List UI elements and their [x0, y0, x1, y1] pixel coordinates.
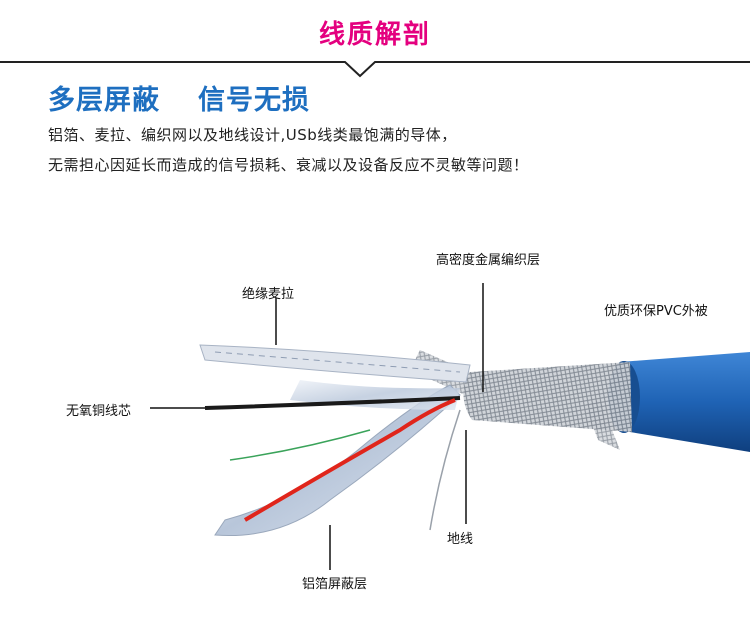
- label-braid-layer: 高密度金属编织层: [436, 253, 541, 268]
- green-wire: [229, 429, 371, 461]
- label-ground-wire: 地线: [447, 532, 474, 547]
- label-copper-core: 无氧铜线芯: [66, 404, 132, 419]
- pvc-jacket: [612, 352, 750, 452]
- heading-part2: 信号无损: [198, 85, 310, 116]
- description-line-1: 铝箔、麦拉、编织网以及地线设计,USb线类最饱满的导体，: [48, 126, 457, 144]
- section-heading: 多层屏蔽 信号无损: [48, 78, 310, 117]
- label-pvc-jacket: 优质环保PVC外被: [604, 304, 708, 319]
- label-foil-shield: 铝箔屏蔽层: [302, 577, 368, 592]
- mylar-strip: [199, 344, 471, 383]
- black-wire: [204, 396, 461, 410]
- label-mylar: 绝缘麦拉: [242, 287, 295, 302]
- ground-wire: [429, 409, 461, 531]
- heading-part1: 多层屏蔽: [48, 85, 160, 116]
- red-wire: [243, 398, 456, 522]
- header-divider: [0, 61, 750, 78]
- page-title: 线质解剖: [318, 20, 431, 50]
- foil-shield: [214, 384, 461, 537]
- description-line-2: 无需担心因延长而造成的信号损耗、衰减以及设备反应不灵敏等问题！: [48, 156, 529, 174]
